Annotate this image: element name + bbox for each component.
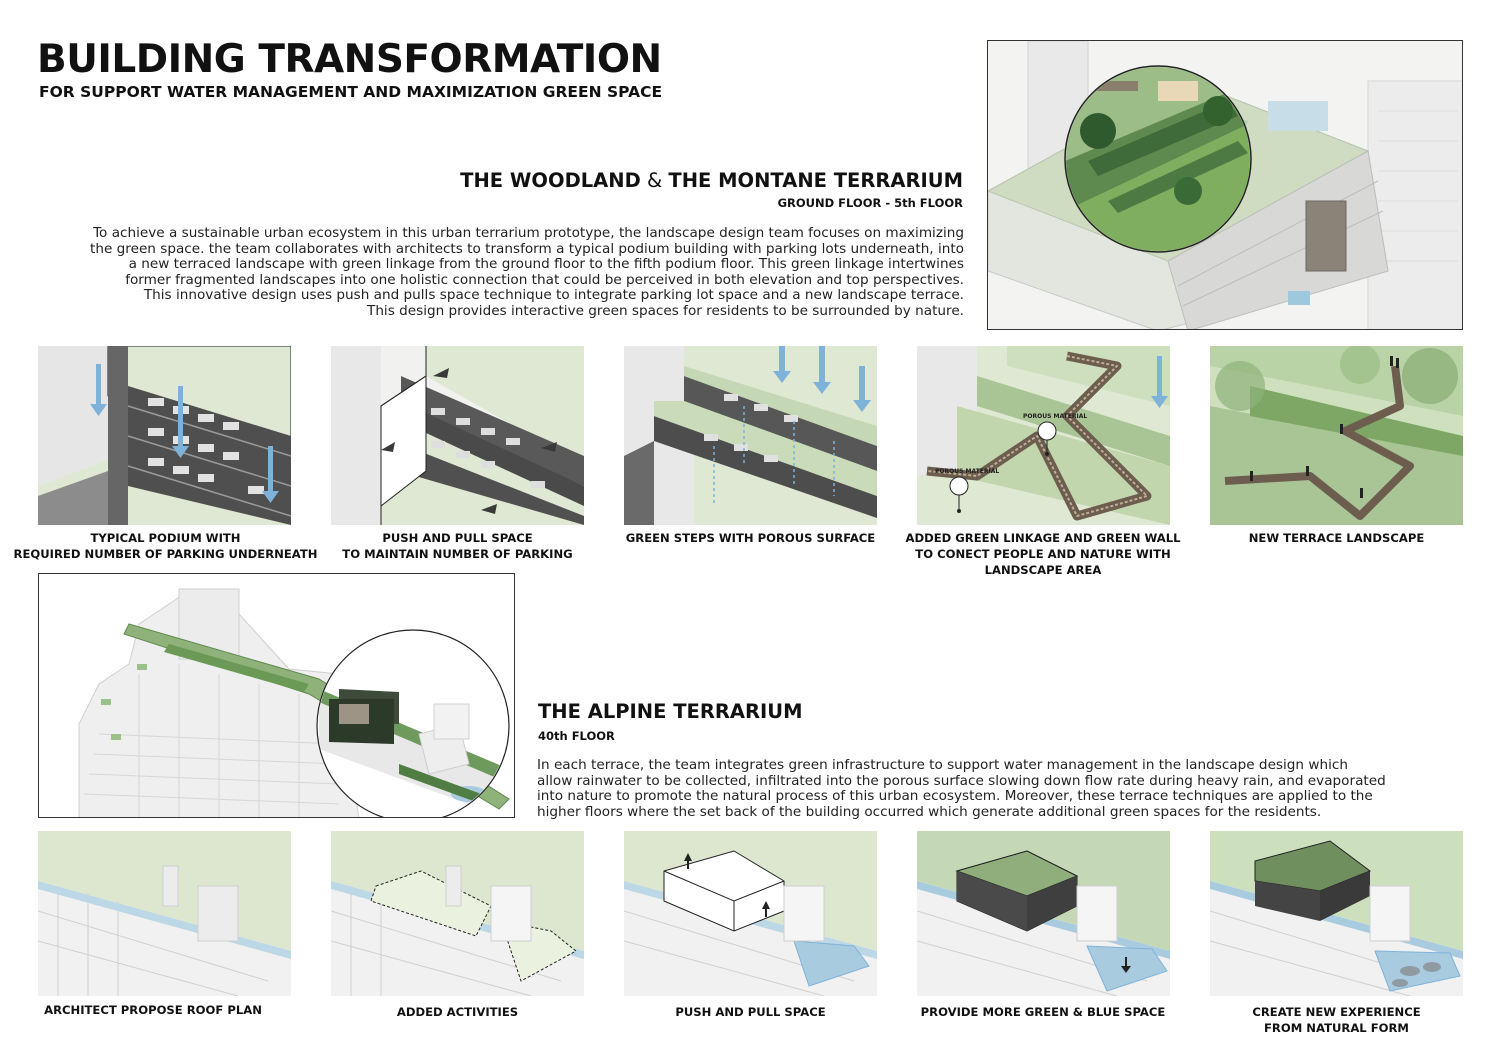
alpine-step-5-caption: CREATE NEW EXPERIENCE FROM NATURAL FORM xyxy=(1210,1004,1463,1036)
caption-line: LANDSCAPE AREA xyxy=(984,563,1102,577)
alpine-step-5-image xyxy=(1210,831,1463,996)
woodland-hero-image xyxy=(987,40,1463,330)
woodland-step-1-image xyxy=(38,346,291,525)
woodland-title-part-a: THE WOODLAND xyxy=(460,169,641,192)
porous-label-2: POROUS MATERIAL xyxy=(935,468,999,475)
caption-line: TO CONECT PEOPLE AND NATURE WITH xyxy=(915,547,1171,561)
woodland-step-5-image xyxy=(1210,346,1463,525)
alpine-step-4-image xyxy=(917,831,1170,996)
alpine-step-3-caption: PUSH AND PULL SPACE xyxy=(624,1004,877,1020)
paragraph-line: To achieve a sustainable urban ecosystem… xyxy=(93,225,964,241)
caption-line: REQUIRED NUMBER OF PARKING UNDERNEATH xyxy=(13,547,318,561)
alpine-step-3-image xyxy=(624,831,877,996)
woodland-step-4-image: POROUS MATERIAL POROUS MATERIAL xyxy=(917,346,1170,525)
paragraph-line: a new terraced landscape with green link… xyxy=(128,256,964,272)
woodland-step-2-image xyxy=(331,346,584,525)
woodland-floors: GROUND FLOOR - 5th FLOOR xyxy=(777,196,963,210)
woodland-step-1-caption: TYPICAL PODIUM WITH REQUIRED NUMBER OF P… xyxy=(0,530,331,562)
page-title: BUILDING TRANSFORMATION xyxy=(37,37,662,82)
woodland-paragraph: To achieve a sustainable urban ecosystem… xyxy=(38,225,964,319)
caption-line: PROVIDE MORE GREEN & BLUE SPACE xyxy=(920,1005,1166,1019)
caption-line: TO MAINTAIN NUMBER OF PARKING xyxy=(342,547,573,561)
caption-line: ARCHITECT PROPOSE ROOF PLAN xyxy=(44,1003,262,1017)
caption-line: ADDED GREEN LINKAGE AND GREEN WALL xyxy=(905,531,1181,545)
caption-line: CREATE NEW EXPERIENCE xyxy=(1252,1005,1421,1019)
paragraph-line: allow rainwater to be collected, infiltr… xyxy=(537,772,1386,789)
porous-label-1: POROUS MATERIAL xyxy=(1023,413,1087,420)
woodland-title-amp: & xyxy=(640,169,669,192)
caption-line: FROM NATURAL FORM xyxy=(1264,1021,1409,1035)
caption-line: PUSH AND PULL SPACE xyxy=(382,531,533,545)
paragraph-line: higher floors where the set back of the … xyxy=(537,803,1322,820)
alpine-step-1-image xyxy=(38,831,291,996)
caption-line: PUSH AND PULL SPACE xyxy=(675,1005,826,1019)
woodland-step-4-caption: ADDED GREEN LINKAGE AND GREEN WALL TO CO… xyxy=(893,530,1193,578)
woodland-title-part-c: MONTANE TERRARIUM xyxy=(711,169,963,192)
alpine-paragraph: In each terrace, the team integrates gre… xyxy=(537,757,1467,820)
caption-line: ADDED ACTIVITIES xyxy=(396,1005,519,1019)
caption-line: TYPICAL PODIUM WITH xyxy=(90,531,241,545)
alpine-floors: 40th FLOOR xyxy=(538,729,615,743)
woodland-step-3-caption: GREEN STEPS WITH POROUS SURFACE xyxy=(624,530,877,546)
alpine-step-1-caption: ARCHITECT PROPOSE ROOF PLAN xyxy=(15,1002,291,1018)
alpine-title: THE ALPINE TERRARIUM xyxy=(538,700,803,723)
woodland-step-3-image xyxy=(624,346,877,525)
woodland-title-part-b: THE xyxy=(668,169,712,192)
alpine-step-2-caption: ADDED ACTIVITIES xyxy=(331,1004,584,1020)
woodland-step-5-caption: NEW TERRACE LANDSCAPE xyxy=(1210,530,1463,546)
paragraph-line: This design provides interactive green s… xyxy=(367,302,964,319)
caption-line: NEW TERRACE LANDSCAPE xyxy=(1248,531,1425,545)
caption-line: GREEN STEPS WITH POROUS SURFACE xyxy=(625,531,876,545)
paragraph-line: In each terrace, the team integrates gre… xyxy=(537,757,1348,773)
page-subtitle: FOR SUPPORT WATER MANAGEMENT AND MAXIMIZ… xyxy=(39,83,663,101)
paragraph-line: the green space. the team collaborates w… xyxy=(90,240,964,257)
alpine-step-4-caption: PROVIDE MORE GREEN & BLUE SPACE xyxy=(903,1004,1183,1020)
paragraph-line: This innovative design uses push and pul… xyxy=(143,287,964,303)
woodland-step-2-caption: PUSH AND PULL SPACE TO MAINTAIN NUMBER O… xyxy=(331,530,584,562)
alpine-step-2-image xyxy=(331,831,584,996)
paragraph-line: former fragmented landscapes into one ho… xyxy=(125,271,964,288)
paragraph-line: into nature to promote the natural proce… xyxy=(537,788,1373,804)
alpine-hero-image xyxy=(38,573,515,818)
woodland-title: THE WOODLAND & THE MONTANE TERRARIUM xyxy=(460,169,963,193)
